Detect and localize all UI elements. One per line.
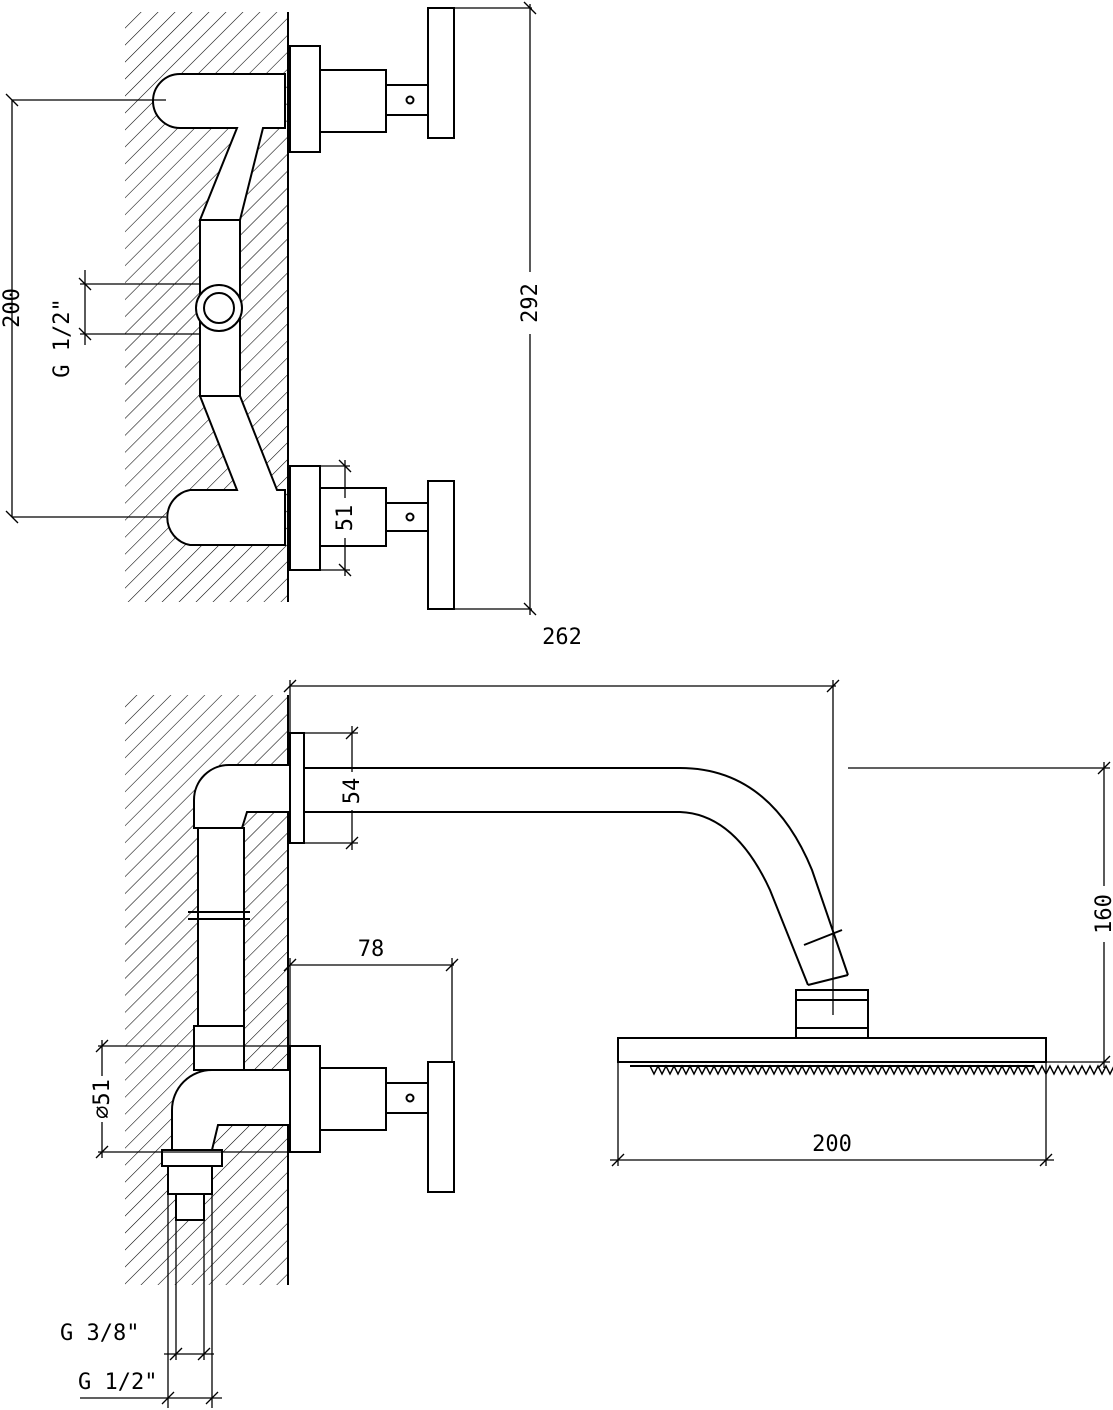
upper-valve-top (289, 7, 455, 153)
lower-valve-side (289, 1045, 455, 1193)
concealed-pipe-top (152, 73, 286, 546)
shower-arm (289, 732, 849, 986)
dim-262-label: 262 (542, 625, 582, 650)
dim-51-mask (333, 498, 357, 538)
riser-pipe-side (161, 763, 291, 1221)
shower-head (617, 989, 1113, 1076)
dim-200-side (610, 1062, 1054, 1167)
lower-valve-top (289, 465, 455, 610)
dim-inlet-top (78, 270, 200, 345)
dim-78-side (283, 958, 459, 1062)
dim-160-side (848, 761, 1111, 1069)
dim-292-mask (518, 272, 542, 334)
dim-200-side-label: 200 (812, 1132, 852, 1157)
dim-200-label: 200 (0, 288, 25, 328)
dim-inlet-label: G 1/2" (50, 298, 75, 377)
dim-54-mask (340, 772, 364, 810)
dim-292-label: 292 (518, 283, 543, 323)
dim-160-mask (1092, 886, 1113, 942)
side-view: 54 78 ⌀51 160 (60, 679, 1113, 1408)
dim-51-label: 51 (333, 505, 358, 532)
dim-inlet-large-label: G 1/2" (78, 1370, 157, 1395)
dim-51-side-mask (90, 1076, 114, 1122)
dim-51-side-label: ⌀51 (90, 1079, 115, 1119)
dim-inlet-small-label: G 3/8" (60, 1321, 139, 1346)
dim-200-top (5, 93, 166, 524)
dim-51-top (320, 459, 352, 577)
dim-54-label: 54 (340, 778, 365, 805)
dim-inlets-side (80, 1166, 222, 1408)
dim-262-side (283, 679, 840, 1015)
dim-78-label: 78 (358, 937, 385, 962)
top-view: 200 G 1/2" 51 292 26 (0, 1, 582, 650)
dim-160-label: 160 (1092, 894, 1113, 934)
